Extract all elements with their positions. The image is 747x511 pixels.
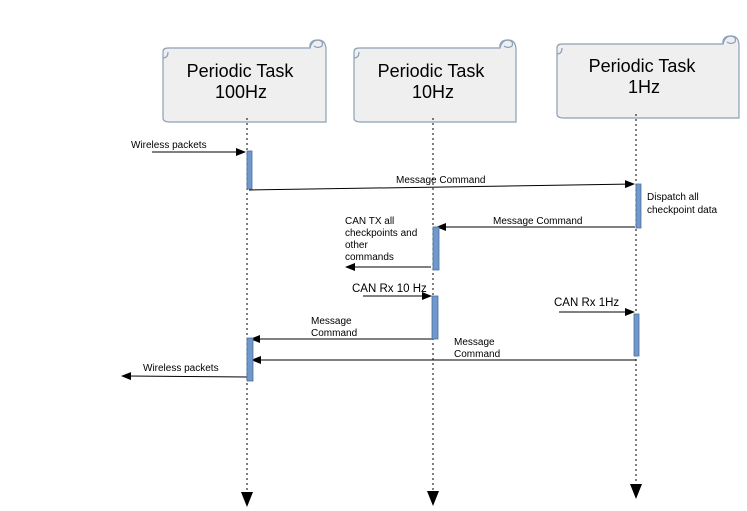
activation-1hz-2 — [633, 313, 640, 357]
activation-10hz-2 — [431, 295, 439, 340]
wireless-out-label: Wireless packets — [143, 363, 219, 374]
msg-cmd-1-to-100-label-line2: Command — [454, 349, 500, 360]
lifeline-1hz-rate: 1Hz — [628, 77, 660, 97]
lifeline-1hz-header: Periodic Task 1Hz — [556, 35, 740, 119]
lifeline-1hz-end-arrow — [630, 484, 642, 499]
activation-1hz-1 — [635, 183, 642, 229]
msg-cmd-1-to-100-label-line1: Message — [454, 337, 495, 348]
can-tx-label-line4: commands — [345, 252, 394, 263]
can-tx-label-line3: other — [345, 240, 368, 251]
dispatch-label-line1: Dispatch all — [647, 192, 699, 203]
lifeline-100hz-rate: 100Hz — [215, 82, 267, 102]
wireless-in-label: Wireless packets — [131, 140, 207, 151]
lifeline-100hz-title: Periodic Task — [187, 61, 295, 81]
msg-cmd-100-to-1-label: Message Command — [396, 175, 485, 186]
msg-cmd-1-to-10-label: Message Command — [493, 216, 582, 227]
lifeline-100hz-end-arrow — [241, 492, 253, 507]
msg-cmd-10-to-100-label-line1: Message — [311, 316, 352, 327]
msg-cmd-100-to-1-arrow — [248, 180, 635, 191]
msg-cmd-10-to-100-label-line2: Command — [311, 328, 357, 339]
lifeline-10hz-rate: 10Hz — [412, 82, 454, 102]
dispatch-label-line2: checkpoint data — [647, 205, 717, 216]
lifeline-1hz-title: Periodic Task — [589, 56, 697, 76]
can-tx-label-line2: checkpoints and — [345, 228, 417, 239]
activation-10hz-1 — [432, 226, 440, 271]
activation-100hz-2 — [246, 337, 254, 382]
lifeline-10hz-header: Periodic Task 10Hz — [353, 39, 517, 123]
lifeline-10hz-title: Periodic Task — [378, 61, 486, 81]
can-rx-1-label: CAN Rx 1Hz — [554, 297, 619, 309]
lifeline-100hz-header: Periodic Task 100Hz — [162, 39, 327, 123]
wireless-out-arrow — [121, 372, 248, 381]
can-tx-label-line1: CAN TX all — [345, 216, 394, 227]
activation-100hz-1 — [246, 150, 253, 190]
lifeline-10hz-end-arrow — [427, 491, 439, 506]
can-rx-10-label: CAN Rx 10 Hz — [352, 283, 427, 295]
